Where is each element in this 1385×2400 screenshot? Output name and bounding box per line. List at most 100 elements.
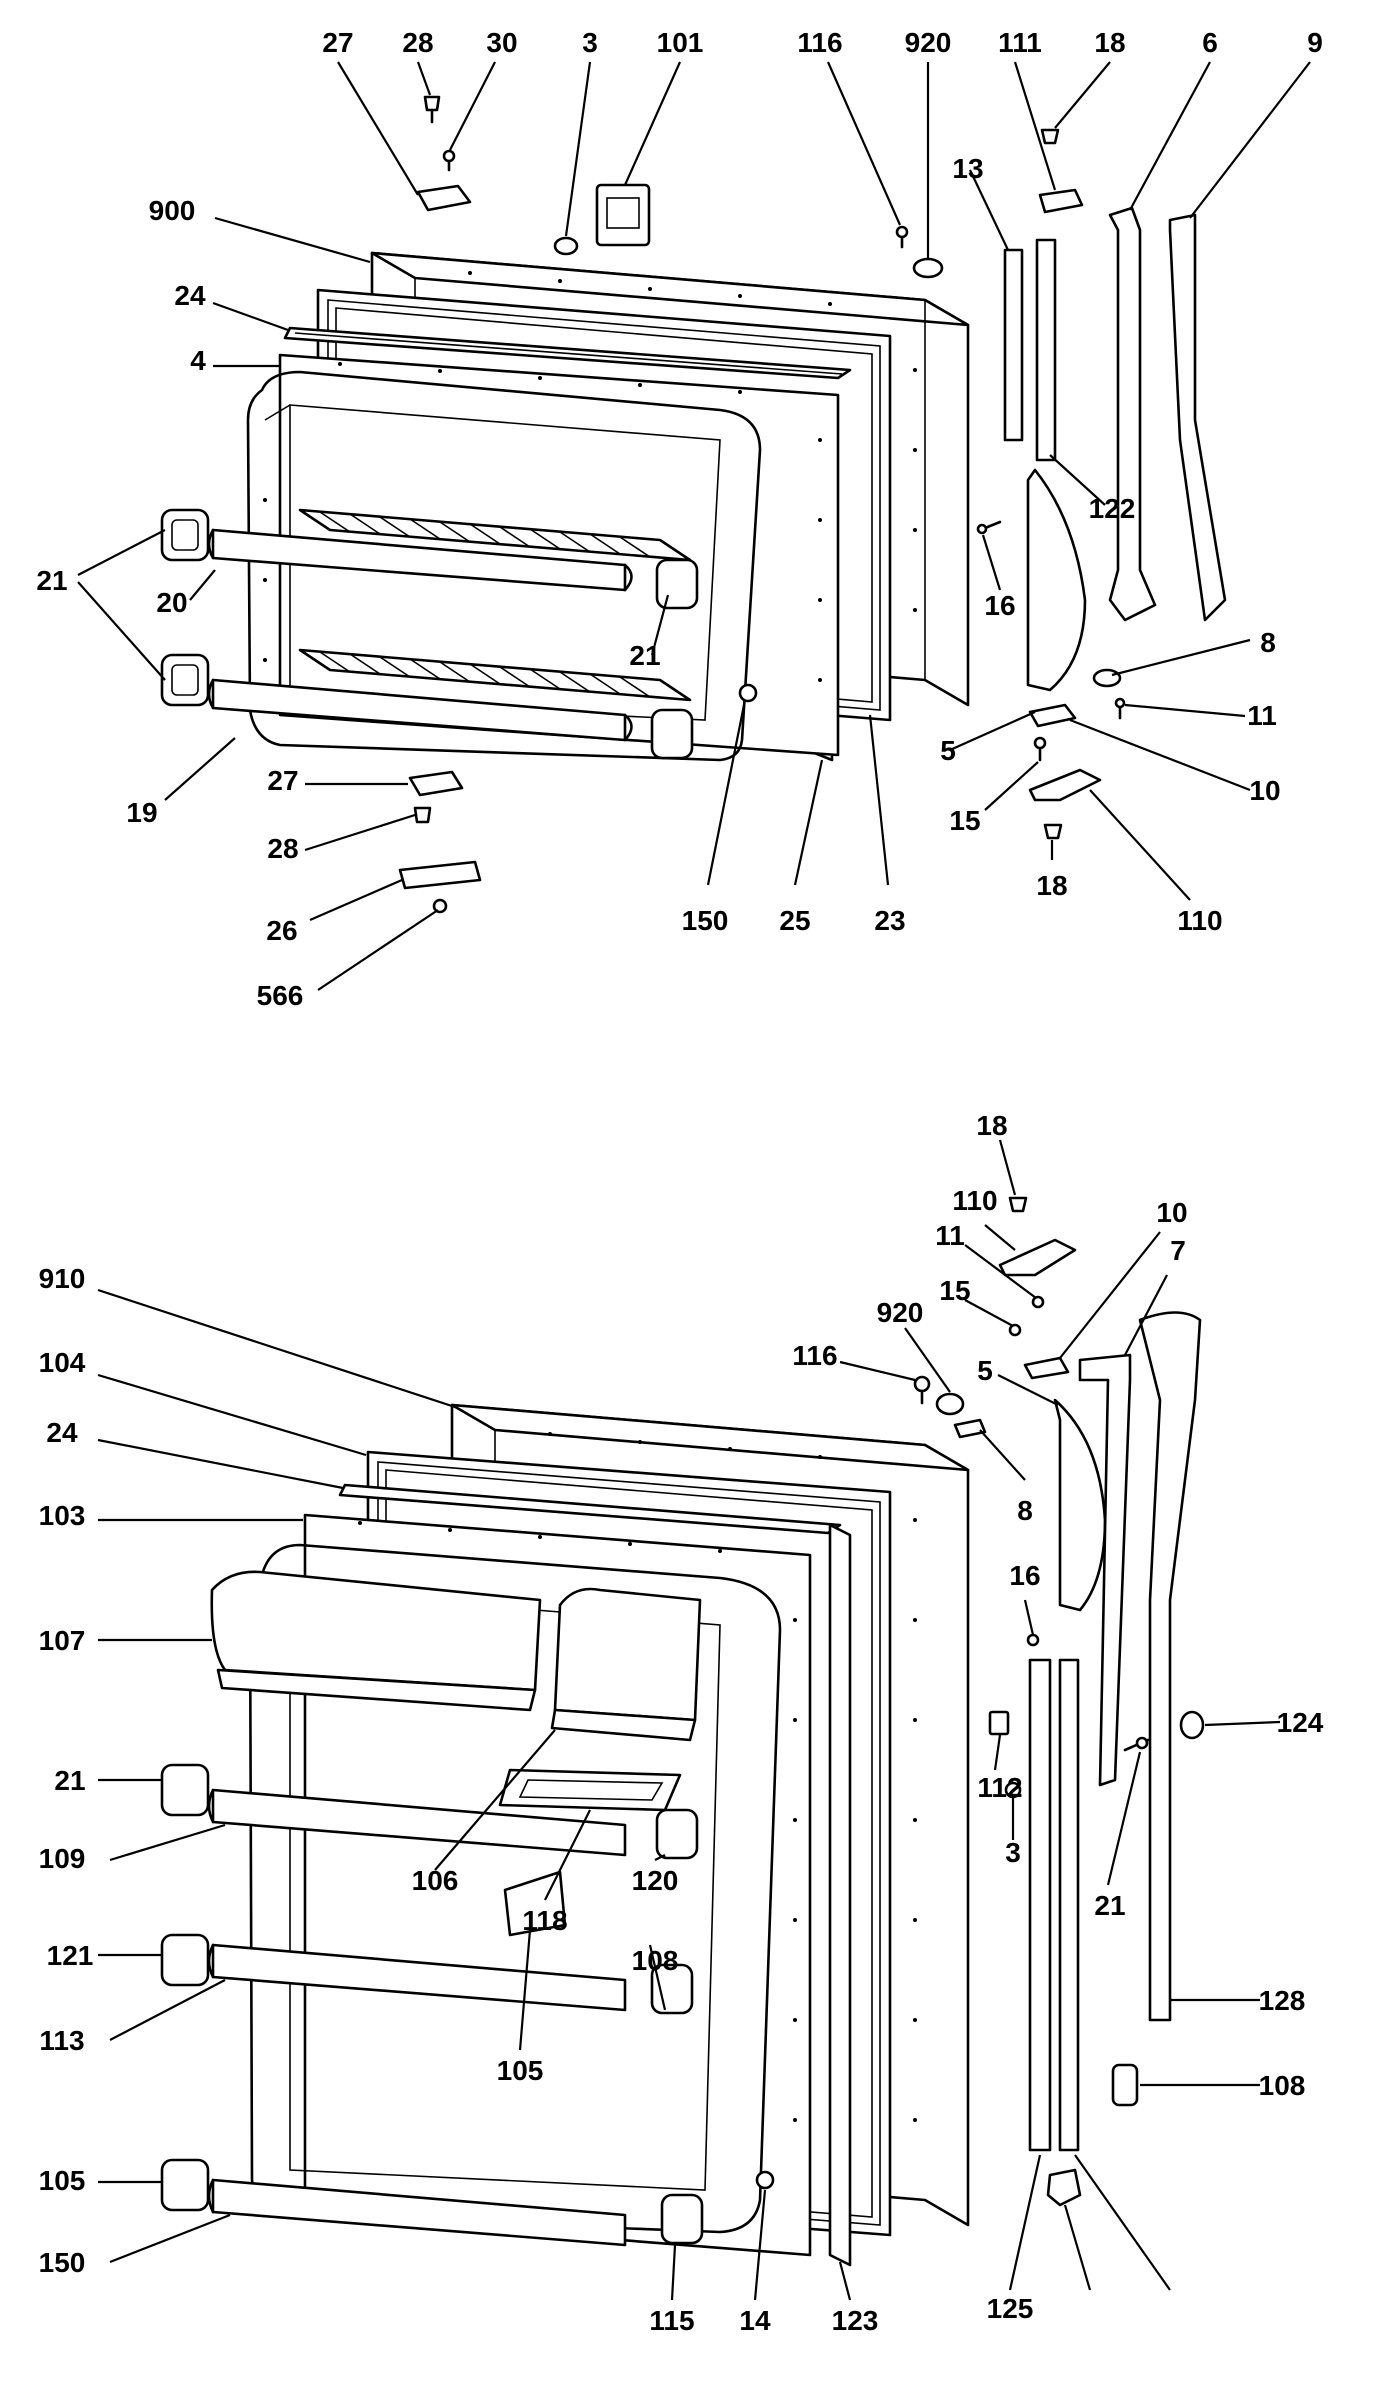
upper-part-label-29: 110 <box>1177 905 1222 936</box>
lower-part-label-13: 103 <box>39 1500 86 1531</box>
hinge-111 <box>1038 188 1084 214</box>
lower-leader-lines <box>97 1139 1281 2301</box>
upper-part-label-31: 25 <box>779 905 810 936</box>
upper-part-label-16: 16 <box>984 590 1015 621</box>
freezer-breaker-strip <box>283 326 852 380</box>
hinge-cover-7 <box>1078 1353 1132 1787</box>
cap-113 <box>1111 2063 1139 2107</box>
lower-part-label-7: 910 <box>39 1263 86 1294</box>
upper-part-label-6: 920 <box>905 27 952 58</box>
lower-part-label-21: 118 <box>522 1905 567 1936</box>
upper-part-label-19: 21 <box>629 640 660 671</box>
lower-part-label-0: 18 <box>976 1110 1007 1141</box>
screw-28-top <box>423 95 441 124</box>
upper-leader-lines <box>77 61 1311 991</box>
screw-15-upper <box>1033 736 1047 762</box>
upper-part-label-3: 3 <box>582 27 598 58</box>
lower-part-label-19: 3 <box>1005 1837 1021 1868</box>
dairy-compartment-106 <box>550 1587 702 1742</box>
lower-part-label-8: 116 <box>792 1340 837 1371</box>
lower-part-label-30: 108 <box>1259 2070 1306 2101</box>
lower-part-label-29: 105 <box>497 2055 544 2086</box>
lower-part-label-15: 107 <box>39 1625 86 1656</box>
fresh-food-breaker-strip <box>338 1483 842 1535</box>
lower-part-label-5: 15 <box>939 1275 970 1306</box>
lower-part-label-34: 14 <box>739 2305 771 2336</box>
lower-part-label-14: 16 <box>1009 1560 1040 1591</box>
shelf-support-right-lower <box>650 708 694 760</box>
upper-part-label-20: 8 <box>1260 627 1276 658</box>
screw-16-lower <box>1026 1633 1040 1647</box>
lower-part-label-11: 8 <box>1017 1495 1033 1526</box>
handle-121 <box>1138 1311 1202 2022</box>
dairy-compartment-107 <box>210 1570 542 1712</box>
upper-part-label-23: 10 <box>1249 775 1280 806</box>
upper-part-label-17: 21 <box>36 565 67 596</box>
lower-part-label-1: 110 <box>952 1185 997 1216</box>
lower-part-label-9: 5 <box>977 1355 993 1386</box>
screw-116-top <box>895 225 909 249</box>
upper-part-label-13: 24 <box>174 280 206 311</box>
hinge-bracket-27-top <box>416 184 472 212</box>
hinge-110-upper <box>1028 768 1102 802</box>
handle-strip-14 <box>1028 1658 1052 2152</box>
plug-124 <box>1179 1710 1205 1740</box>
lower-part-label-26: 108 <box>632 1945 679 1976</box>
upper-part-label-21: 11 <box>1247 700 1277 731</box>
upper-part-label-1: 28 <box>402 27 433 58</box>
handle-end-cap-5 <box>1026 468 1087 692</box>
lower-part-label-23: 120 <box>632 1865 679 1896</box>
upper-door-assembly <box>160 95 1227 914</box>
lower-part-label-25: 121 <box>47 1940 94 1971</box>
upper-part-label-25: 27 <box>267 765 298 796</box>
upper-part-label-5: 116 <box>797 27 842 58</box>
lower-part-label-24: 21 <box>1094 1890 1125 1921</box>
upper-part-label-28: 18 <box>1036 870 1067 901</box>
lower-part-label-20: 106 <box>412 1865 459 1896</box>
upper-part-label-32: 23 <box>874 905 905 936</box>
screw-11-lower <box>1031 1295 1045 1309</box>
upper-part-label-27: 28 <box>267 833 298 864</box>
lower-part-label-18: 112 <box>977 1772 1022 1803</box>
screw-18-top <box>1040 128 1060 145</box>
hinge-110-lower <box>998 1238 1077 1277</box>
shelf-support-left-upper <box>160 508 210 562</box>
screw-150-upper <box>738 683 758 703</box>
screw-566 <box>432 898 448 914</box>
hinge-cover-101 <box>595 183 651 247</box>
shelf-support-105-right <box>660 2193 704 2245</box>
screw-11-upper <box>1114 697 1126 720</box>
shelf-support-21-a <box>160 1763 210 1817</box>
upper-part-label-11: 900 <box>149 195 196 226</box>
upper-part-label-4: 101 <box>657 27 704 58</box>
upper-part-label-33: 26 <box>266 915 297 946</box>
lower-part-label-17: 21 <box>54 1765 85 1796</box>
screw-116-lower <box>913 1375 931 1405</box>
fresh-food-trim-strip <box>828 1523 852 2267</box>
lower-part-label-3: 11 <box>935 1220 965 1251</box>
hinge-plate-26 <box>398 860 482 890</box>
lower-part-label-36: 125 <box>987 2293 1034 2324</box>
shelf-support-right-a <box>655 1808 699 1860</box>
lower-part-label-10: 104 <box>39 1347 86 1378</box>
hinge-bracket-27-bottom <box>408 770 464 797</box>
handle-end-cap-5-lower <box>1053 1398 1107 1612</box>
lower-part-label-27: 128 <box>1259 1985 1306 2016</box>
lower-part-label-16: 124 <box>1277 1707 1324 1738</box>
lower-part-label-35: 123 <box>832 2305 879 2336</box>
plug-920-top <box>912 257 944 279</box>
lower-part-label-6: 920 <box>877 1297 924 1328</box>
washer-8-lower <box>953 1418 987 1439</box>
hinge-10-upper <box>1028 703 1077 728</box>
upper-part-label-14: 4 <box>190 345 206 376</box>
shelf-support-left-lower <box>160 653 210 707</box>
lower-door-assembly <box>160 1196 1205 2267</box>
screw-150-lower <box>755 2170 775 2190</box>
upper-part-label-8: 18 <box>1094 27 1125 58</box>
upper-part-label-30: 150 <box>682 905 729 936</box>
freezer-shelf-lower <box>207 648 692 742</box>
hinge-10-lower <box>1023 1356 1070 1380</box>
screw-15-lower <box>1008 1323 1022 1337</box>
